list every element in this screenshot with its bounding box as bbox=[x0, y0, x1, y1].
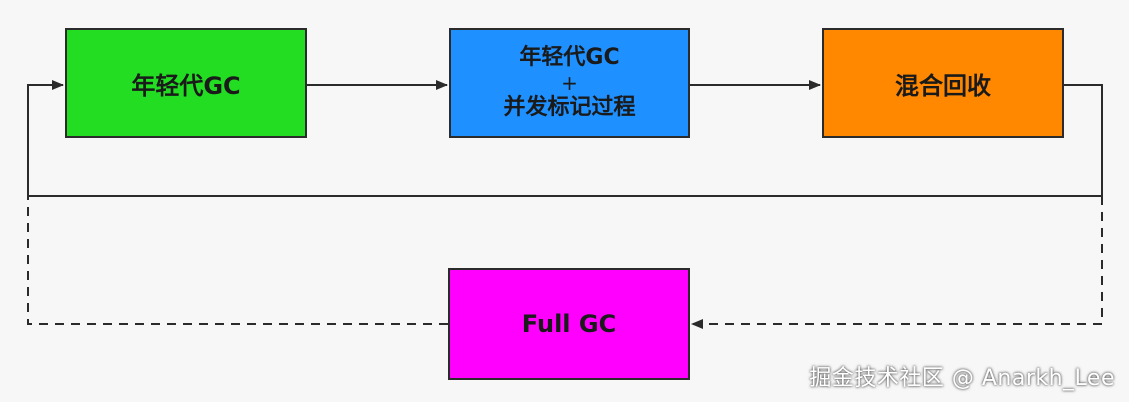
node-young-gc-concurrent-mark: 年轻代GC + 并发标记过程 bbox=[449, 28, 690, 138]
node-concurrent-line2: 并发标记过程 bbox=[503, 95, 636, 120]
watermark: 掘金技术社区 @ Anarkh_Lee bbox=[809, 366, 1115, 391]
node-concurrent-plus: + bbox=[561, 71, 578, 95]
edge-mixed-to-young-loop bbox=[27, 80, 1103, 197]
edge-mixed-to-fullgc-dashed bbox=[691, 196, 1103, 329]
node-mixed-label: 混合回收 bbox=[895, 71, 991, 100]
node-mixed-collection: 混合回收 bbox=[822, 28, 1064, 138]
node-full-gc-label: Full GC bbox=[521, 310, 617, 338]
node-full-gc: Full GC bbox=[448, 268, 690, 380]
edge-fullgc-to-young-dashed bbox=[27, 196, 448, 325]
node-concurrent-line1: 年轻代GC bbox=[519, 45, 620, 70]
node-young-gc-label: 年轻代GC bbox=[131, 71, 241, 100]
node-young-gc: 年轻代GC bbox=[65, 28, 307, 138]
